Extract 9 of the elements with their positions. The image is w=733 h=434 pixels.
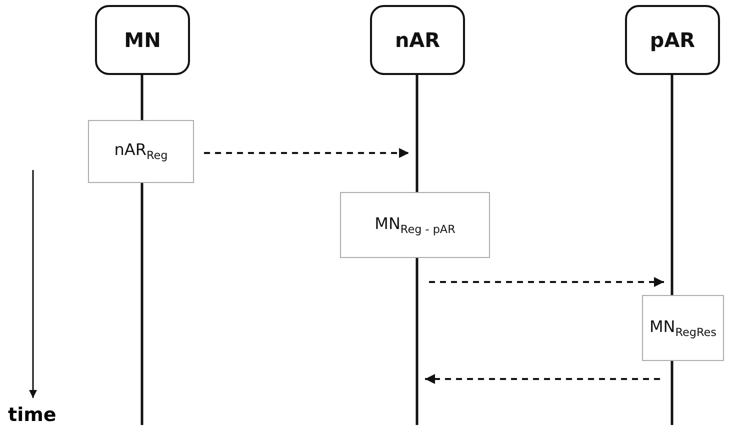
activation-box: MN$_{Reg - pAR}$ (340, 192, 490, 258)
message-arrow (425, 374, 660, 384)
activation-box: nAR$_{Reg}$ (88, 120, 194, 183)
participant-box: MN (95, 5, 190, 75)
axis-label: time (8, 404, 56, 426)
participant-box: pAR (625, 5, 720, 75)
message-arrow (204, 148, 409, 158)
participant-box: nAR (370, 5, 465, 75)
message-arrow (429, 277, 664, 287)
